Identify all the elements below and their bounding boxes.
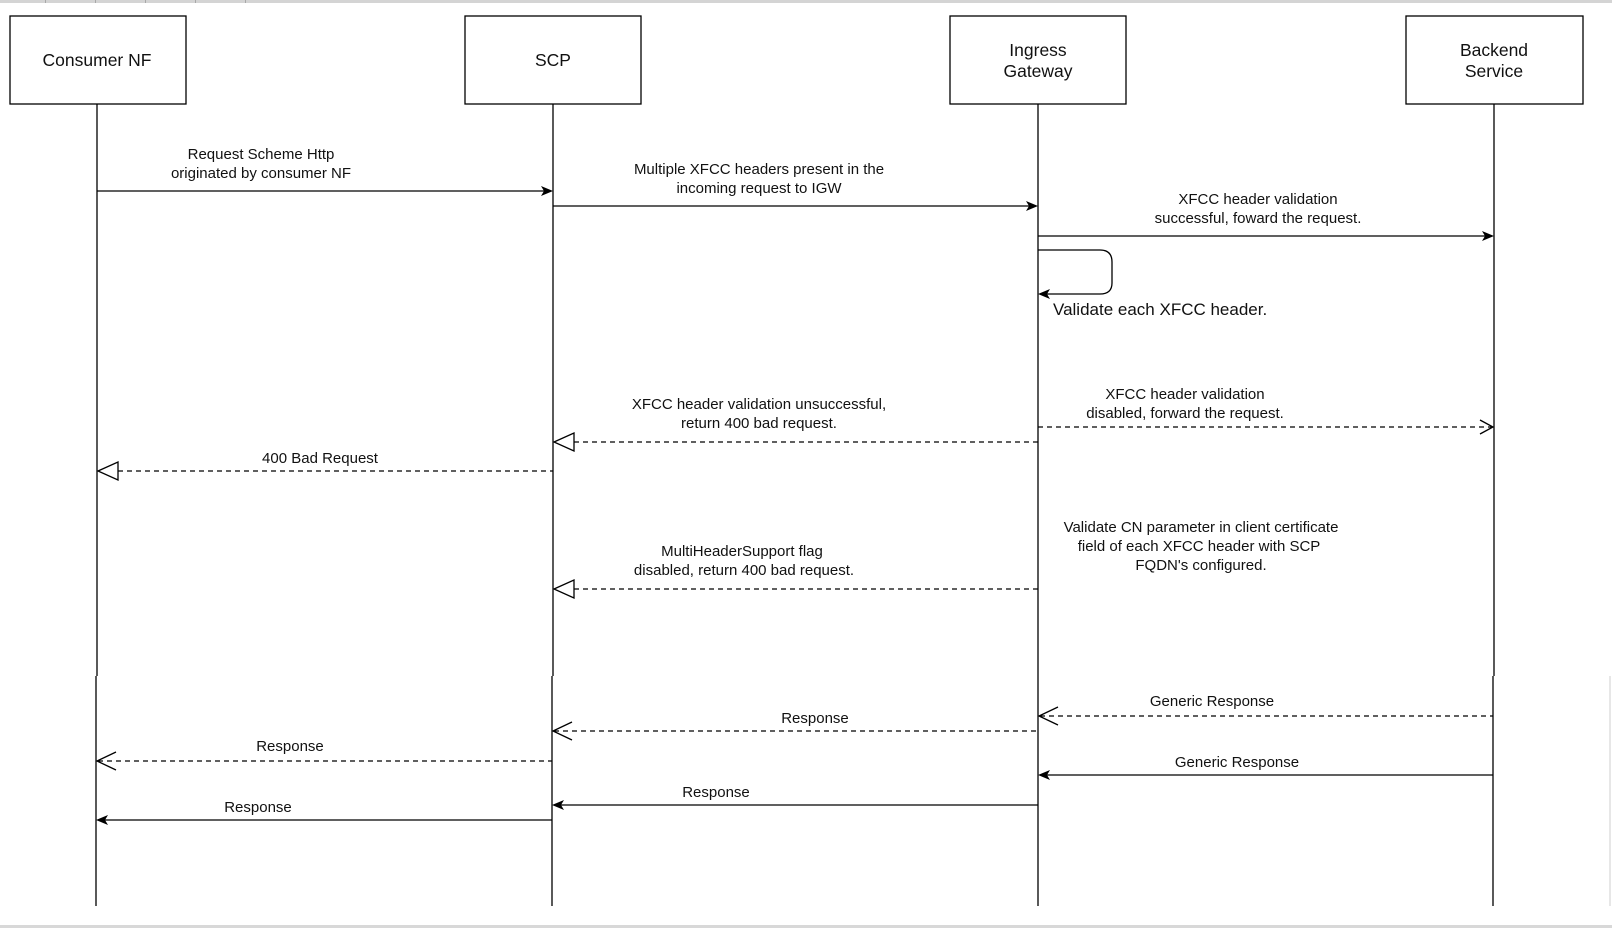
message-label: incoming request to IGW	[676, 180, 842, 197]
window-bottom-strip	[0, 925, 1612, 928]
tab-divider	[245, 0, 246, 3]
arrowhead-filled-icon	[1038, 770, 1050, 780]
arrowhead-filled-icon	[96, 815, 108, 825]
participant-label: Service	[1465, 61, 1523, 81]
participant-backend-service: Backend Service	[1405, 15, 1584, 105]
message-generic-response-solid: Generic Response	[1038, 754, 1493, 780]
message-label: XFCC header validation	[1178, 191, 1337, 208]
participant-consumer-nf: Consumer NF	[9, 15, 187, 105]
message-multiheadersupport-disabled: MultiHeaderSupport flag disabled, return…	[552, 543, 1038, 600]
message-response-scp-to-consumer-solid: Response	[96, 799, 552, 825]
message-label: XFCC header validation	[1105, 386, 1264, 403]
message-label: MultiHeaderSupport flag	[661, 543, 823, 560]
message-label: 400 Bad Request	[262, 450, 379, 467]
participant-ingress-gateway: Ingress Gateway	[949, 15, 1127, 105]
arrowhead-filled-icon	[541, 186, 553, 196]
note-text: Validate CN parameter in client certific…	[1064, 519, 1339, 536]
note-text: field of each XFCC header with SCP	[1078, 538, 1321, 555]
message-label: Response	[256, 738, 324, 755]
participant-label: Consumer NF	[43, 50, 152, 70]
arrowhead-filled-icon	[1482, 231, 1494, 241]
message-xfcc-validation-unsuccessful: XFCC header validation unsuccessful, ret…	[552, 396, 1038, 453]
message-label: return 400 bad request.	[681, 415, 837, 432]
tab-divider	[45, 0, 46, 3]
participant-label: SCP	[535, 50, 571, 70]
tab-divider	[145, 0, 146, 3]
tab-divider	[195, 0, 196, 3]
message-label: disabled, return 400 bad request.	[634, 562, 854, 579]
message-label: successful, foward the request.	[1155, 210, 1362, 227]
message-400-bad-request: 400 Bad Request	[96, 450, 553, 482]
message-label: Response	[682, 784, 750, 801]
arrowhead-open-icon	[1037, 706, 1059, 726]
arrowhead-filled-icon	[1026, 201, 1038, 211]
arrowhead-hollow-icon	[552, 578, 575, 600]
note-text: FQDN's configured.	[1135, 557, 1266, 574]
message-validate-each-xfcc-header: Validate each XFCC header.	[1038, 249, 1267, 319]
message-generic-response-dashed: Generic Response	[1037, 693, 1493, 726]
message-xfcc-validation-successful: XFCC header validation successful, fowar…	[1038, 191, 1494, 241]
message-label: Multiple XFCC headers present in the	[634, 161, 884, 178]
participant-label: Ingress	[1009, 40, 1067, 60]
message-label: originated by consumer NF	[171, 165, 351, 182]
arrowhead-filled-icon	[552, 800, 564, 810]
message-label: Response	[781, 710, 849, 727]
message-xfcc-validation-disabled: XFCC header validation disabled, forward…	[1038, 386, 1495, 435]
message-response-igw-to-scp-dashed: Response	[551, 710, 1038, 741]
message-label: Validate each XFCC header.	[1053, 300, 1267, 319]
message-response-scp-to-consumer-dashed: Response	[95, 738, 552, 771]
arrowhead-open-icon	[551, 721, 573, 741]
message-label: Response	[224, 799, 292, 816]
message-label: Generic Response	[1175, 754, 1299, 771]
message-label: disabled, forward the request.	[1086, 405, 1284, 422]
message-label: Request Scheme Http	[188, 146, 335, 163]
message-label: Generic Response	[1150, 693, 1274, 710]
note-validate-cn-parameter: Validate CN parameter in client certific…	[1064, 519, 1339, 574]
participant-label: Gateway	[1003, 61, 1072, 81]
message-request-scheme-http: Request Scheme Http originated by consum…	[97, 146, 553, 196]
participant-label: Backend	[1460, 40, 1528, 60]
message-multiple-xfcc-headers: Multiple XFCC headers present in the inc…	[553, 161, 1038, 211]
arrowhead-filled-icon	[1038, 289, 1050, 299]
message-label: XFCC header validation unsuccessful,	[632, 396, 886, 413]
arrowhead-hollow-icon	[552, 431, 575, 453]
arrowhead-open-icon	[1479, 419, 1495, 435]
window-top-strip	[0, 0, 1612, 3]
tab-divider	[95, 0, 96, 3]
participant-scp: SCP	[464, 15, 642, 105]
arrowhead-open-icon	[95, 751, 117, 771]
message-response-igw-to-scp-solid: Response	[552, 784, 1038, 810]
arrowhead-hollow-icon	[96, 460, 119, 482]
